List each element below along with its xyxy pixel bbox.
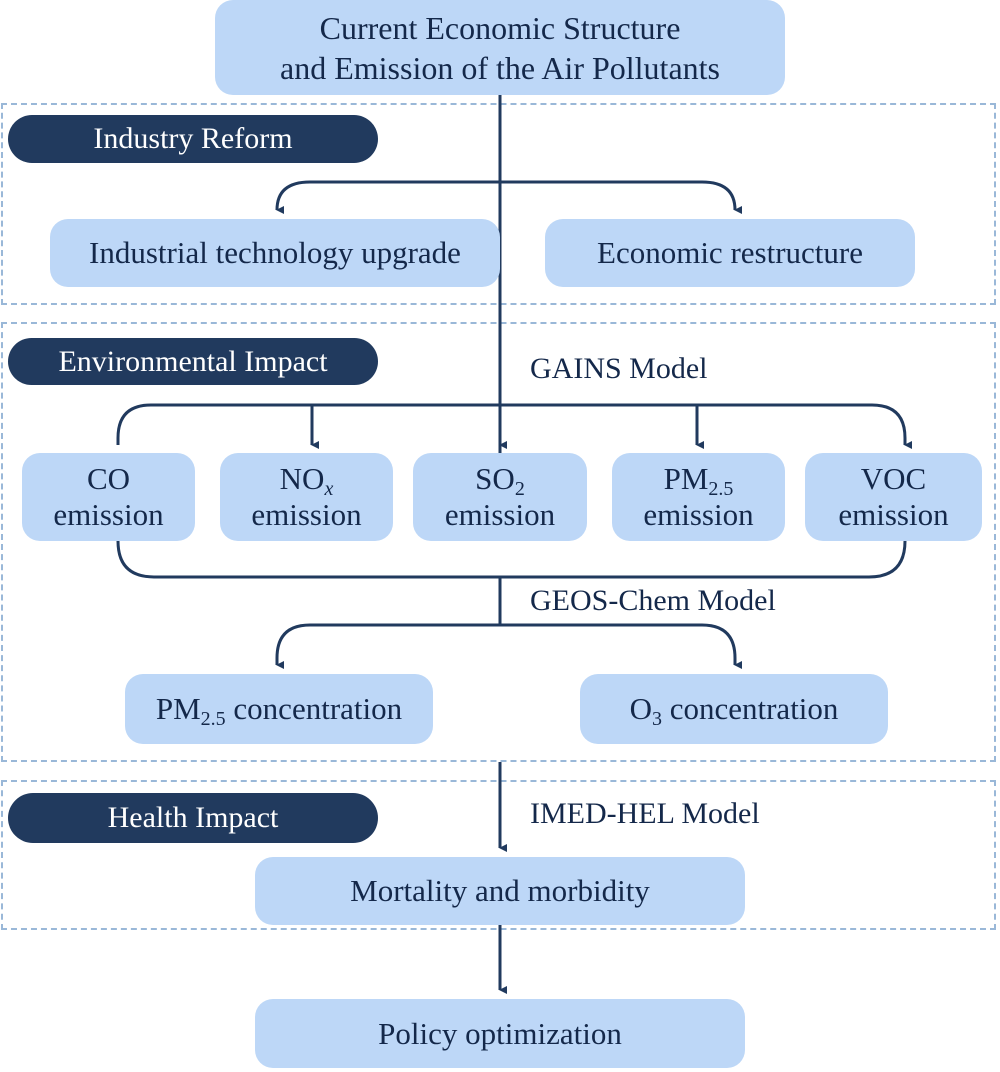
industrial-technology-upgrade-box: Industrial technology upgrade: [50, 219, 500, 287]
geos-chem-model-label: GEOS-Chem Model: [530, 584, 776, 617]
pm25-label: PM2.5: [663, 461, 734, 500]
co-emission-box: CO emission: [22, 453, 195, 541]
emission-label: emission: [643, 497, 754, 532]
co-label: CO: [86, 461, 131, 496]
emission-label: emission: [53, 497, 164, 532]
top-line-1: Current Economic Structure: [319, 9, 681, 46]
pm25-concentration-box: PM2.5 concentration: [125, 674, 433, 744]
nox-emission-box: NOx emission: [220, 453, 393, 541]
health-impact-label: Health Impact: [8, 793, 378, 843]
top-line-2: and Emission of the Air Pollutants: [280, 49, 720, 86]
voc-label: VOC: [860, 461, 927, 496]
o3-concentration-box: O3 concentration: [580, 674, 888, 744]
so2-label: SO2: [475, 461, 525, 500]
environmental-impact-label: Environmental Impact: [8, 338, 378, 385]
policy-optimization-box: Policy optimization: [255, 999, 745, 1068]
so2-emission-box: SO2 emission: [413, 453, 587, 541]
pm25-emission-box: PM2.5 emission: [612, 453, 785, 541]
nox-label: NOx: [279, 461, 334, 500]
imed-hel-model-label: IMED-HEL Model: [530, 797, 760, 830]
gains-model-label: GAINS Model: [530, 352, 708, 385]
mortality-morbidity-box: Mortality and morbidity: [255, 857, 745, 925]
voc-emission-box: VOC emission: [805, 453, 982, 541]
industry-reform-label: Industry Reform: [8, 115, 378, 163]
emission-label: emission: [444, 497, 556, 532]
emission-label: emission: [838, 497, 949, 532]
emission-label: emission: [251, 497, 362, 532]
economic-restructure-box: Economic restructure: [545, 219, 915, 287]
current-economic-structure-box: Current Economic Structure and Emission …: [215, 0, 785, 95]
